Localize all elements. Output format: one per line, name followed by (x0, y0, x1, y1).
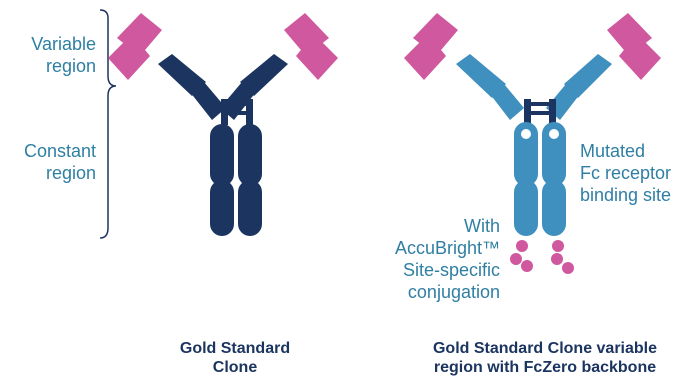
mutated-site-label: Mutated Fc receptor binding site (580, 141, 672, 205)
right-caption: Gold Standard Clone variable region with… (432, 340, 658, 376)
constant-region-right-arm (220, 54, 288, 120)
constant-region-left-arm (158, 54, 226, 120)
conjugation-label: With AccuBright™ Site-specific conjugati… (394, 216, 500, 302)
variable-region-left-arm (108, 13, 162, 80)
variable-region-label: Variable region (31, 34, 96, 76)
fc-region (514, 122, 566, 236)
variable-region-left-arm (404, 13, 458, 80)
variable-region-right-arm (607, 13, 661, 80)
region-bracket (99, 9, 117, 239)
variable-region-right-arm (284, 13, 338, 80)
constant-region-left-arm (456, 54, 524, 120)
hinge-region (221, 99, 253, 125)
site-specific-dye-molecules (510, 240, 574, 274)
hinge-region (524, 99, 556, 125)
constant-region-label: Constant region (23, 141, 96, 183)
fczero-antibody (404, 13, 661, 274)
mutated-binding-site-markers (521, 129, 559, 139)
left-caption: Gold Standard Clone (179, 340, 291, 376)
gold-standard-antibody (108, 13, 338, 236)
fc-region (210, 124, 262, 236)
